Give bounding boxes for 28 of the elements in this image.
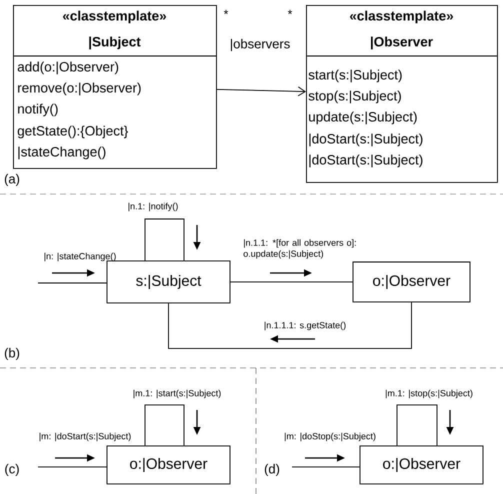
panel-label: (d) [264, 464, 280, 476]
connector [292, 466, 360, 468]
connector [144, 404, 184, 446]
edge-label: |n.1.1: *[for all observers o]: o.update(s:|Subject) [244, 239, 356, 259]
class-box: «classtemplate» |Subject add(o:|Observer) remove(o:|Observer) notify() getState():{Object} |stateChange() [12, 5, 217, 169]
edge-label: |n.1: |notify() [128, 202, 178, 212]
panel-label: (a) [4, 174, 20, 186]
object-box: s:|Subject [106, 260, 230, 304]
class-box: «classtemplate» |Observer start(s:|Subject) stop(s:|Subject) update(s:|Subject) |doStart(s:|Subject) |doStart(s:|Subject) [306, 5, 498, 183]
connector [144, 218, 184, 261]
connector [396, 404, 438, 446]
multiplicity: * [288, 10, 292, 14]
connector [38, 282, 107, 284]
edge-label: |observers [230, 38, 290, 52]
edge-label: |m: |doStop(s:|Subject) [284, 432, 376, 442]
edge-label: |n.1.1.1: s.getState() [264, 322, 346, 330]
edge-label: |n: |stateChange() [44, 252, 116, 262]
edge-label: |m.1: |start(s:|Subject) [134, 390, 221, 398]
connector [216, 86, 306, 96]
panel-label: (c) [5, 464, 19, 476]
connector [168, 302, 412, 349]
panel-label: (b) [4, 348, 20, 360]
object-box: o:|Observer [106, 446, 230, 484]
connector [38, 466, 107, 468]
object-box: o:|Observer [352, 262, 470, 302]
edge-label: |m: |doStart(s:|Subject) [40, 432, 131, 442]
edge-label: |m.1: |stop(s:|Subject) [386, 390, 472, 398]
object-box: o:|Observer [360, 446, 484, 484]
